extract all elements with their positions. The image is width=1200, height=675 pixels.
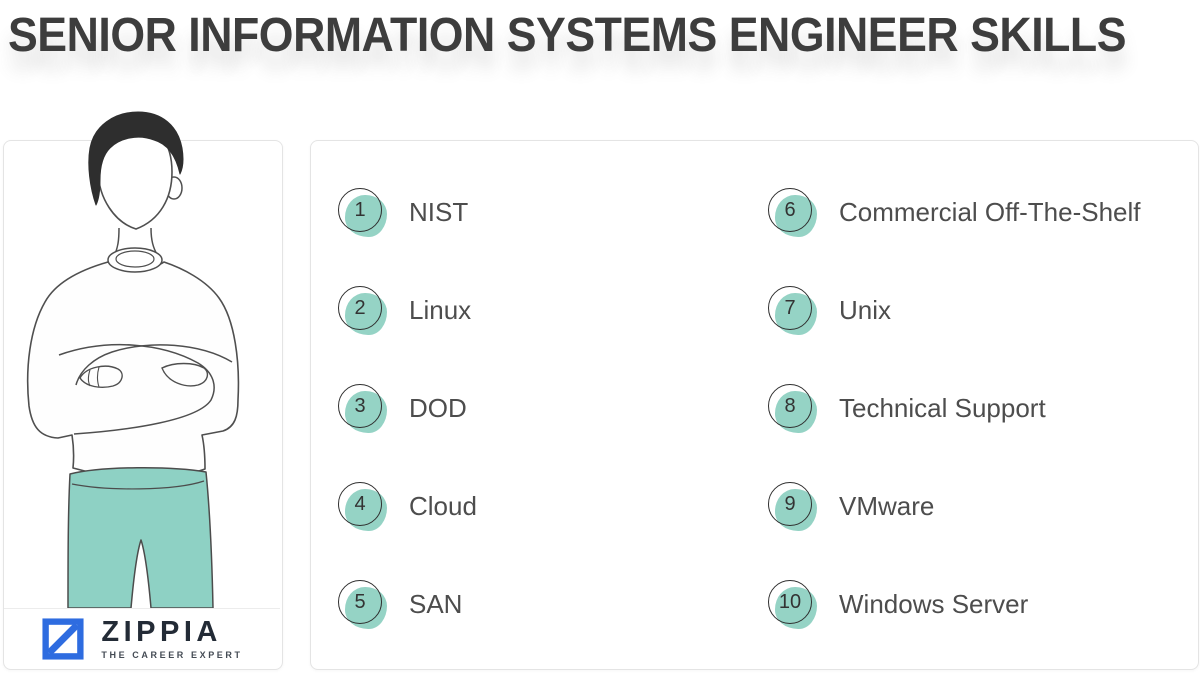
skill-number: 3 <box>354 394 366 417</box>
skill-number-badge: 8 <box>768 384 820 436</box>
person-crossed-arms-illustration <box>26 111 240 609</box>
skill-item-5: 5 SAN <box>338 580 758 632</box>
page-title: SENIOR INFORMATION SYSTEMS ENGINEER SKIL… <box>8 9 1127 62</box>
number-ring: 9 <box>768 482 812 526</box>
skill-label: VMware <box>839 491 935 521</box>
forearm-line-1 <box>58 343 215 435</box>
skill-number: 2 <box>354 296 366 319</box>
skill-label: SAN <box>409 589 463 619</box>
skill-item-10: 10 Windows Server <box>768 580 1188 632</box>
skill-label: NIST <box>409 197 469 227</box>
skill-item-4: 4 Cloud <box>338 482 758 534</box>
number-ring: 2 <box>338 286 382 330</box>
collar-inner <box>115 250 155 268</box>
zippia-tagline: THE CAREER EXPERT <box>101 649 243 660</box>
skill-number: 10 <box>778 590 802 613</box>
skill-number: 9 <box>784 492 796 515</box>
number-ring: 5 <box>338 580 382 624</box>
skill-label: Unix <box>839 295 892 325</box>
skill-number: 7 <box>784 296 796 319</box>
skill-number-badge: 9 <box>768 482 820 534</box>
number-ring: 4 <box>338 482 382 526</box>
skill-label: Windows Server <box>839 589 1029 619</box>
skill-item-1: 1 NIST <box>338 188 758 240</box>
skill-item-6: 6 Commercial Off-The-Shelf <box>768 188 1188 240</box>
skill-number-badge: 10 <box>768 580 820 632</box>
skill-number: 5 <box>354 590 366 613</box>
skill-number-badge: 7 <box>768 286 820 338</box>
skill-item-2: 2 Linux <box>338 286 758 338</box>
skill-item-3: 3 DOD <box>338 384 758 436</box>
skill-number-badge: 5 <box>338 580 390 632</box>
hand-left-fingers <box>87 366 100 388</box>
skill-number-badge: 3 <box>338 384 390 436</box>
hand-right <box>161 362 209 387</box>
skill-item-9: 9 VMware <box>768 482 1188 534</box>
skill-number: 4 <box>354 492 366 515</box>
number-ring: 6 <box>768 188 812 232</box>
zippia-brand-name: ZIPPIA <box>101 615 222 648</box>
number-ring: 7 <box>768 286 812 330</box>
skill-number: 1 <box>354 198 366 221</box>
zippia-logo: ZIPPIA THE CAREER EXPERT <box>4 608 280 668</box>
skill-label: Linux <box>409 295 472 325</box>
skill-item-8: 8 Technical Support <box>768 384 1188 436</box>
number-ring: 3 <box>338 384 382 428</box>
number-ring: 1 <box>338 188 382 232</box>
skill-number-badge: 1 <box>338 188 390 240</box>
pants-shape <box>67 467 214 609</box>
skill-item-7: 7 Unix <box>768 286 1188 338</box>
number-ring: 10 <box>768 580 812 624</box>
skill-number: 6 <box>784 198 796 221</box>
skill-label: Commercial Off-The-Shelf <box>839 197 1141 227</box>
skill-label: DOD <box>409 393 467 423</box>
skill-label: Technical Support <box>839 393 1046 423</box>
zippia-logo-text: ZIPPIA THE CAREER EXPERT <box>101 615 243 660</box>
number-ring: 8 <box>768 384 812 428</box>
forearm-line-2 <box>75 344 233 386</box>
skill-number-badge: 4 <box>338 482 390 534</box>
skill-number-badge: 2 <box>338 286 390 338</box>
waistband-line <box>71 480 205 490</box>
zippia-z-icon <box>42 617 84 660</box>
skill-number-badge: 6 <box>768 188 820 240</box>
skill-number: 8 <box>784 394 796 417</box>
skill-label: Cloud <box>409 491 477 521</box>
skills-card: 1 NIST 2 Linux 3 DOD 4 Cloud <box>310 140 1199 670</box>
hair-shape <box>88 111 184 206</box>
hand-left <box>79 365 123 388</box>
